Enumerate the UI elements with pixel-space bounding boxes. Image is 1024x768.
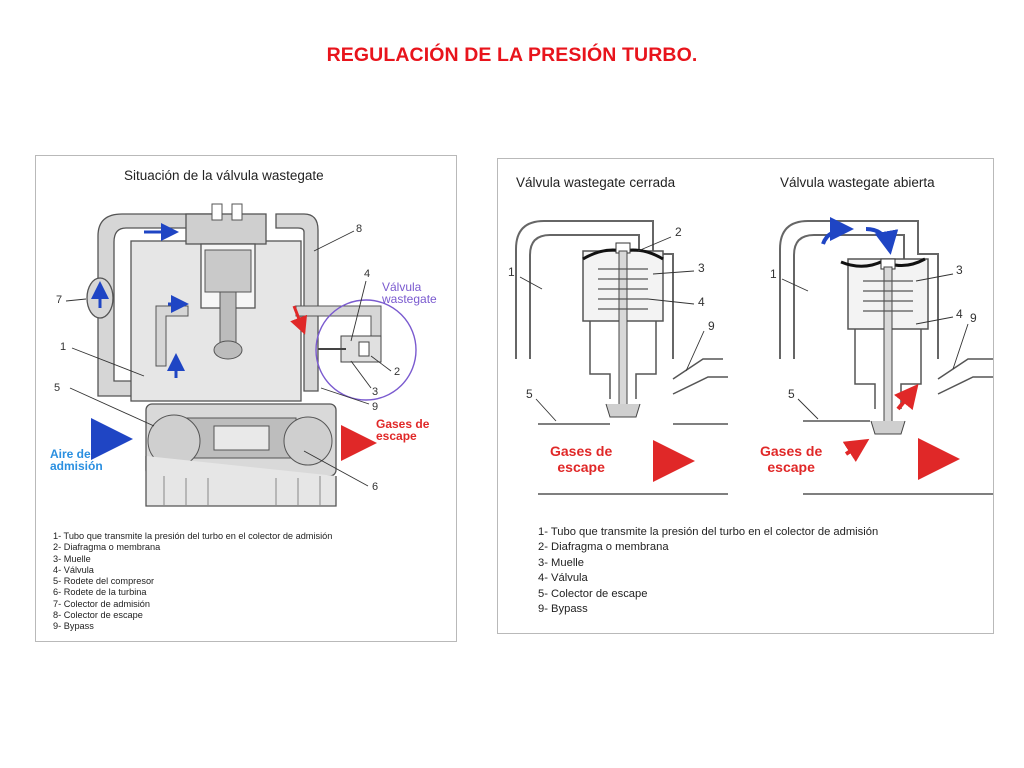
callout-1: 1 — [60, 341, 67, 353]
legend-list: 1- Tubo que transmite la presión del tur… — [53, 531, 332, 633]
exhaust-gas-label: Gases de escape — [376, 417, 430, 443]
legend-item: 2- Diafragma o membrana — [538, 541, 669, 554]
legend-item: 5- Colector de escape — [538, 587, 648, 600]
diagram-heading: Situación de la válvula wastegate — [124, 168, 324, 183]
open-exhaust-label: Gases de escape — [760, 443, 823, 475]
callout-4: 4 — [364, 268, 371, 280]
legend-item: 1- Tubo que transmite la presión del tur… — [538, 526, 879, 538]
legend-item: 1- Tubo que transmite la presión del tur… — [53, 531, 333, 541]
wastegate-location-panel: Situación de la válvula wastegate 8 4 Vá… — [35, 155, 457, 642]
callout-3: 3 — [372, 386, 379, 398]
closed-callout-5: 5 — [526, 387, 533, 401]
closed-callout-3: 3 — [698, 261, 705, 275]
legend-item: 5- Rodete del compresor — [53, 576, 155, 587]
turbo-engine-diagram — [65, 203, 417, 507]
callout-7: 7 — [56, 294, 63, 306]
open-valve-heading: Válvula wastegate abierta — [780, 175, 935, 190]
wastegate-valve-diagram — [515, 217, 993, 495]
legend-item: 9- Bypass — [53, 621, 94, 632]
legend-item: 3- Muelle — [53, 553, 91, 564]
legend-list: 1- Tubo que transmite la presión del tur… — [538, 525, 878, 617]
callout-8: 8 — [356, 223, 363, 235]
open-callout-4: 4 — [956, 307, 963, 321]
closed-callout-9: 9 — [708, 319, 715, 333]
legend-item: 7- Colector de admisión — [53, 598, 151, 609]
closed-valve-heading: Válvula wastegate cerrada — [516, 175, 676, 190]
wastegate-operation-panel: Válvula wastegate cerrada Válvula wasteg… — [497, 158, 994, 634]
legend-item: 9- Bypass — [538, 603, 588, 616]
open-callout-9: 9 — [970, 311, 977, 325]
wastegate-valve-label: Válvula wastegate — [382, 280, 437, 306]
legend-item: 2- Diafragma o membrana — [53, 542, 161, 553]
open-callout-1: 1 — [770, 267, 777, 281]
callout-5: 5 — [54, 382, 61, 394]
legend-item: 4- Válvula — [538, 572, 588, 585]
legend-item: 4- Válvula — [53, 564, 94, 575]
closed-exhaust-label: Gases de escape — [550, 443, 613, 475]
intake-air-label: Aire de admisión — [50, 447, 103, 473]
legend-item: 6- Rodete de la turbina — [53, 587, 147, 598]
closed-callout-2: 2 — [675, 225, 682, 239]
callout-6: 6 — [372, 481, 379, 493]
callout-9: 9 — [372, 401, 379, 413]
callout-2: 2 — [394, 366, 401, 378]
legend-item: 8- Colector de escape — [53, 610, 143, 621]
slide-title: REGULACIÓN DE LA PRESIÓN TURBO. — [326, 44, 698, 66]
legend-item: 3- Muelle — [538, 556, 585, 569]
closed-callout-4: 4 — [698, 295, 705, 309]
open-callout-3: 3 — [956, 263, 963, 277]
closed-callout-1: 1 — [508, 265, 515, 279]
open-callout-5: 5 — [788, 387, 795, 401]
